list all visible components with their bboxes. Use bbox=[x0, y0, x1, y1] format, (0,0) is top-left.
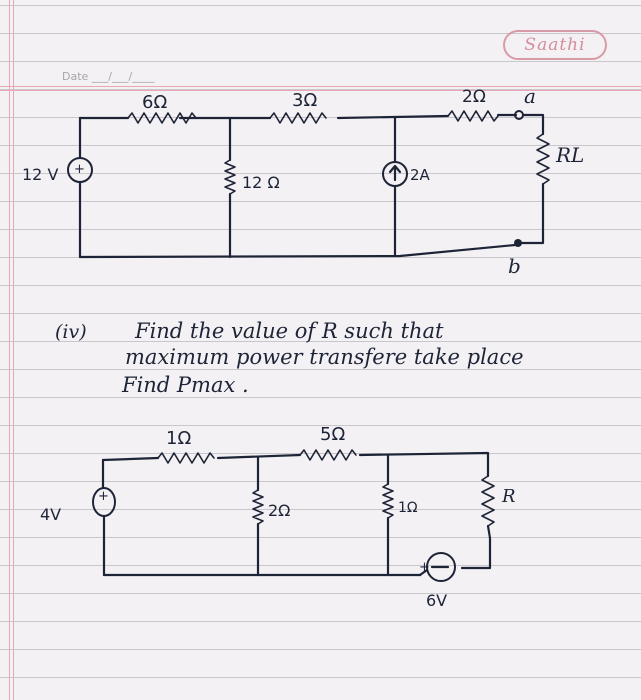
c2-label-r: R bbox=[501, 486, 516, 507]
c2-label-6v-polarity: + bbox=[419, 560, 430, 575]
c2-label-polarity: + bbox=[98, 489, 109, 504]
margin-line-left-inner bbox=[13, 0, 14, 700]
c2-resistor-5ohm bbox=[299, 449, 357, 461]
c1-label-12v: 12 V bbox=[22, 165, 58, 184]
question-line-2: maximum power transfere take place bbox=[125, 345, 524, 369]
c1-label-12ohm: 12 Ω bbox=[242, 173, 280, 192]
c2-wire-bottom-2 bbox=[460, 536, 492, 570]
c1-wire-top-3 bbox=[336, 114, 450, 120]
date-field: Date ___/___/____ bbox=[62, 70, 155, 83]
c2-resistor-1ohm-shunt bbox=[382, 483, 394, 519]
c1-label-polarity: + bbox=[74, 162, 85, 177]
c1-label-3ohm: 3Ω bbox=[292, 90, 317, 111]
c1-resistor-6ohm bbox=[127, 112, 197, 124]
header-line bbox=[0, 86, 641, 87]
header-line-2 bbox=[0, 90, 641, 91]
c1-resistor-12ohm bbox=[224, 159, 236, 195]
circuit-1 bbox=[67, 110, 550, 259]
c1-wire-bottom bbox=[78, 243, 517, 259]
question-line-3: Find Pmax . bbox=[121, 373, 249, 397]
c2-wire-top-1 bbox=[101, 456, 160, 462]
c1-wire-right-bottom bbox=[520, 182, 545, 245]
c1-label-node-a: a bbox=[524, 84, 536, 108]
c2-resistor-1ohm bbox=[157, 452, 215, 464]
circuit-2 bbox=[92, 449, 495, 582]
question-number: (iv) bbox=[55, 321, 87, 343]
c1-current-arrow-icon bbox=[388, 164, 402, 182]
c1-label-rl: RL bbox=[555, 143, 584, 167]
c1-label-node-b: b bbox=[508, 254, 521, 278]
c2-label-4v: 4V bbox=[40, 505, 61, 524]
c2-resistor-2ohm bbox=[252, 489, 264, 525]
c2-resistor-r bbox=[481, 475, 495, 527]
c2-wire-top-3 bbox=[358, 451, 490, 478]
c2-wire-r-bottom bbox=[486, 524, 492, 540]
c2-label-2ohm: 2Ω bbox=[268, 501, 290, 520]
c1-wire-right-top bbox=[521, 113, 545, 136]
c1-label-2a: 2A bbox=[410, 166, 431, 184]
margin-line-left bbox=[9, 0, 10, 700]
brand-logo: Saathi bbox=[503, 30, 607, 60]
c2-label-1ohm-shunt: 1Ω bbox=[398, 500, 418, 516]
c2-wire-6v-left bbox=[418, 568, 429, 577]
c1-label-6ohm: 6Ω bbox=[142, 92, 167, 113]
c1-label-2ohm: 2Ω bbox=[462, 87, 486, 107]
c2-wire-top-2 bbox=[216, 453, 302, 460]
question-line-1: Find the value of R such that bbox=[134, 319, 444, 343]
c2-label-6v: 6V bbox=[426, 591, 447, 610]
c2-label-1ohm: 1Ω bbox=[166, 428, 191, 449]
c2-voltage-source-6v bbox=[426, 552, 456, 582]
c2-label-5ohm: 5Ω bbox=[320, 424, 345, 445]
c1-resistor-2ohm bbox=[447, 110, 499, 122]
c1-resistor-3ohm bbox=[269, 112, 327, 124]
c1-resistor-rl bbox=[536, 133, 550, 185]
